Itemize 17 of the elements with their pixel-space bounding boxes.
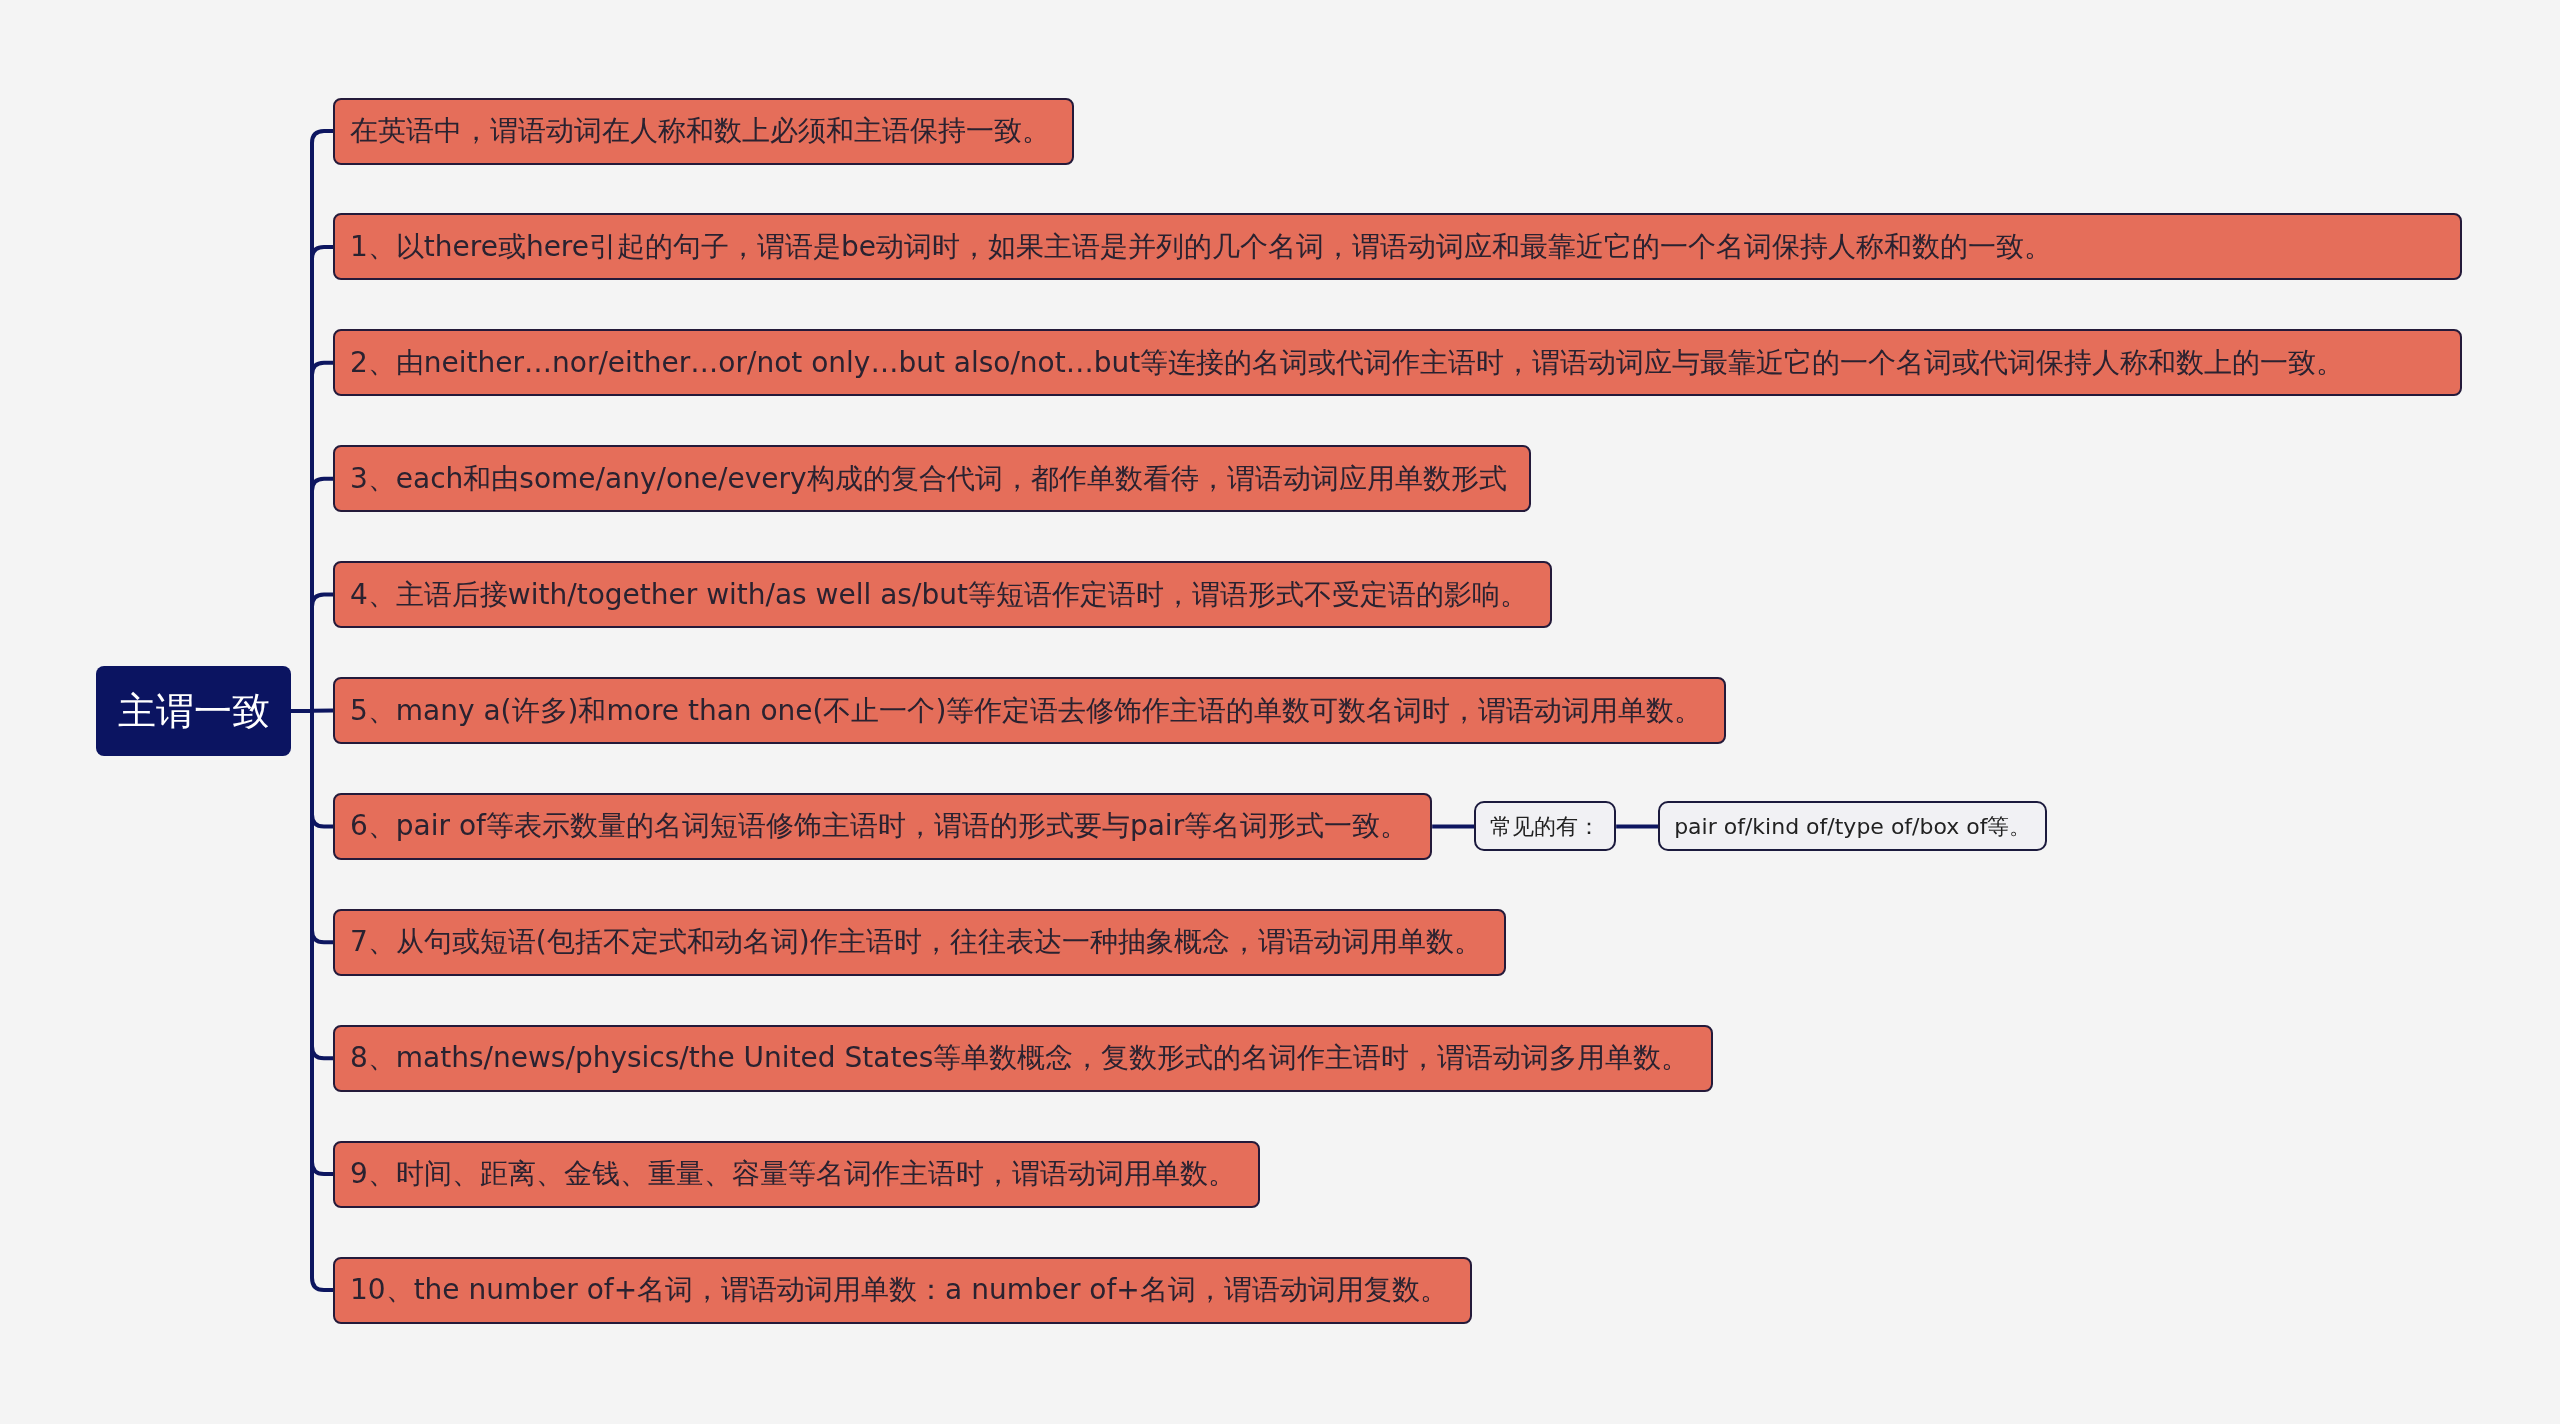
central-topic: 主谓一致 — [96, 666, 291, 756]
branch-topic: 9、时间、距离、金钱、重量、容量等名词作主语时，谓语动词用单数。 — [333, 1140, 1260, 1208]
branch-topic: 7、从句或短语(包括不定式和动名词)作主语时，往往表达一种抽象概念，谓语动词用单数。 — [333, 908, 1506, 976]
branch-topic: 10、the number of+名词，谓语动词用单数：a number of+名词，谓语动词用复数。 — [333, 1256, 1472, 1324]
branch-topic: 6、pair of等表示数量的名词短语修饰主语时，谓语的形式要与pair等名词形式一致。 — [333, 792, 1433, 860]
branch-topic: 5、many a(许多)和more than one(不止一个)等作定语去修饰作主语的单数可数名词时，谓语动词用单数。 — [333, 677, 1727, 744]
branch-topic: 在英语中，谓语动词在人称和数上必须和主语保持一致。 — [333, 97, 1074, 165]
subtopic: 常见的有： — [1474, 801, 1617, 852]
connector-line — [1432, 824, 1475, 829]
connector-line — [289, 129, 335, 1292]
branch-topic: 2、由neither…nor/either…or/not only…but also/not…but等连接的名词或代词作主语时，谓语动词应与最靠近它的一个名词或代词保持人称和数上的一致。 — [333, 329, 2462, 397]
subtopic: pair of/kind of/type of/box of等。 — [1658, 801, 2048, 852]
branch-topic: 4、主语后接with/together with/as well as/but等短语作定语时，谓语形式不受定语的影响。 — [333, 561, 1552, 629]
branch-topic: 1、以there或here引起的句子，谓语是be动词时，如果主语是并列的几个名词，谓语动词应和最靠近它的一个名词保持人称和数的一致。 — [333, 213, 2462, 281]
connector-line — [1616, 824, 1659, 829]
branch-topic: 3、each和由some/any/one/every构成的复合代词，都作单数看待，谓语动词应用单数形式 — [333, 445, 1531, 513]
branch-topic: 8、maths/news/physics/the United States等单数概念，复数形式的名词作主语时，谓语动词多用单数。 — [333, 1024, 1714, 1092]
